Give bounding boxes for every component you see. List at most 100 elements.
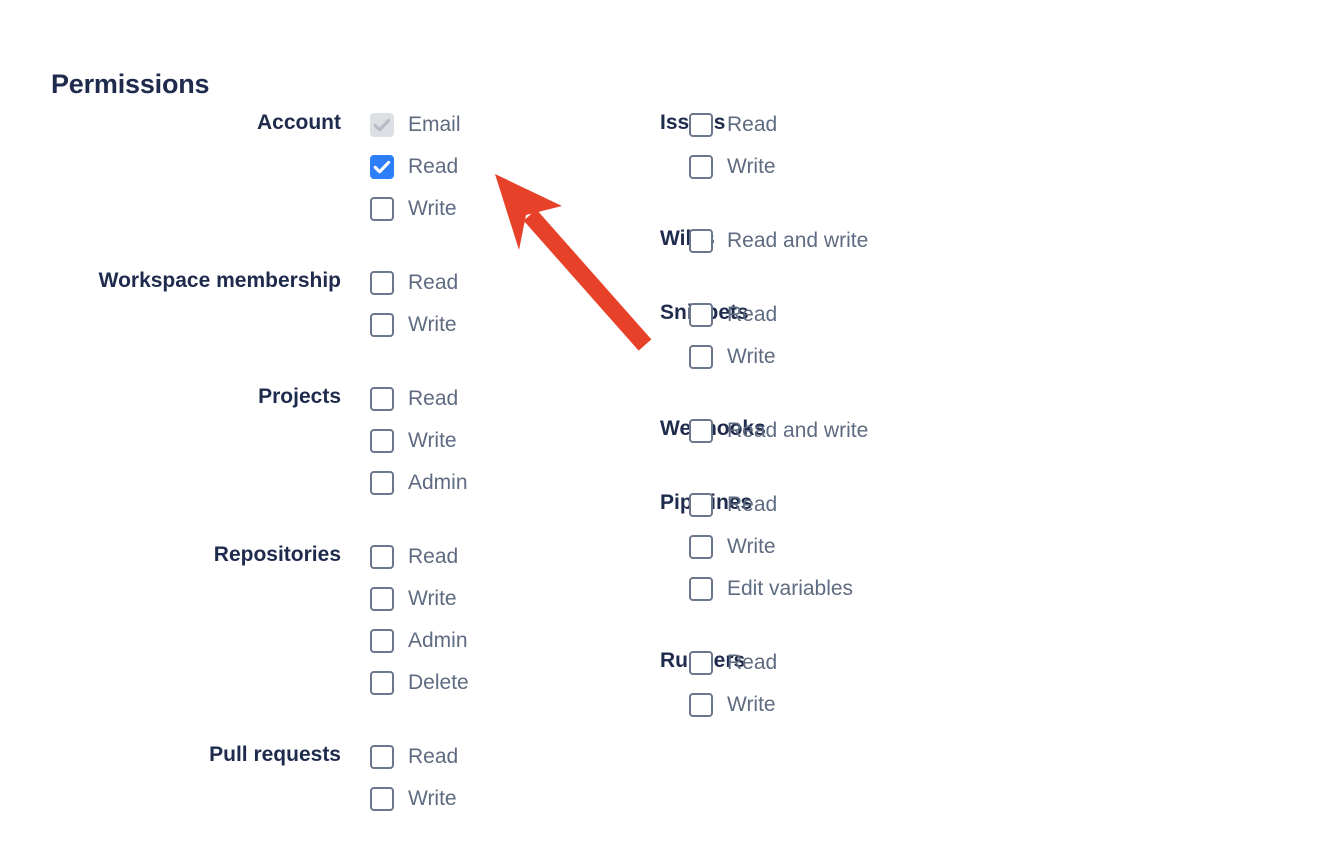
permission-group-snippets: SnippetsReadWrite <box>0 294 1322 378</box>
permission-options-webhooks: Read and write <box>660 410 1322 452</box>
checkbox-label-webhooks-read-and-write: Read and write <box>727 419 869 442</box>
checkbox-label-issues-write: Write <box>727 155 776 178</box>
permission-row-pipelines-edit-variables[interactable]: Edit variables <box>689 568 1322 610</box>
permission-group-label-repositories: Repositories <box>213 543 341 566</box>
checkbox-label-pull-requests-read: Read <box>408 745 459 768</box>
checkbox-workspace-membership-write[interactable] <box>370 313 394 337</box>
permission-row-account-email[interactable]: Email <box>370 104 660 146</box>
checkbox-issues-write[interactable] <box>689 155 713 179</box>
checkbox-label-repositories-write: Write <box>408 587 457 610</box>
permission-row-workspace-membership-write[interactable]: Write <box>370 304 660 346</box>
permission-row-runners-read[interactable]: Read <box>689 642 1322 684</box>
permission-row-repositories-admin[interactable]: Admin <box>370 620 660 662</box>
checkbox-webhooks-read-and-write[interactable] <box>689 419 713 443</box>
checkbox-projects-admin[interactable] <box>370 471 394 495</box>
permission-row-repositories-read[interactable]: Read <box>370 536 660 578</box>
checkbox-repositories-read[interactable] <box>370 545 394 569</box>
permission-group-pipelines: PipelinesReadWriteEdit variables <box>0 484 1322 610</box>
permission-row-pipelines-read[interactable]: Read <box>689 484 1322 526</box>
permission-group-label-pull-requests: Pull requests <box>209 743 341 766</box>
checkbox-issues-read[interactable] <box>689 113 713 137</box>
checkbox-label-account-write: Write <box>408 197 457 220</box>
checkbox-label-projects-write: Write <box>408 429 457 452</box>
permission-row-snippets-read[interactable]: Read <box>689 294 1322 336</box>
permission-options-wikis: Read and write <box>660 220 1322 262</box>
permission-row-repositories-write[interactable]: Write <box>370 578 660 620</box>
permission-row-projects-write[interactable]: Write <box>370 420 660 462</box>
checkbox-repositories-write[interactable] <box>370 587 394 611</box>
permission-group-label-runners: Runners <box>0 642 745 676</box>
checkbox-label-repositories-admin: Admin <box>408 629 468 652</box>
permission-row-webhooks-read-and-write[interactable]: Read and write <box>689 410 1322 452</box>
checkbox-label-repositories-read: Read <box>408 545 459 568</box>
permission-group-label-pipelines: Pipelines <box>0 484 752 518</box>
checkbox-label-pipelines-edit-variables: Edit variables <box>727 577 854 600</box>
checkbox-snippets-write[interactable] <box>689 345 713 369</box>
permissions-column-right: IssuesReadWriteWikisRead and writeSnippe… <box>660 104 1322 758</box>
checkbox-repositories-admin[interactable] <box>370 629 394 653</box>
checkbox-projects-read[interactable] <box>370 387 394 411</box>
checkbox-wikis-read-and-write[interactable] <box>689 229 713 253</box>
checkbox-label-wikis-read-and-write: Read and write <box>727 229 869 252</box>
checkbox-workspace-membership-read[interactable] <box>370 271 394 295</box>
checkbox-pipelines-read[interactable] <box>689 493 713 517</box>
checkbox-runners-read[interactable] <box>689 651 713 675</box>
permission-row-pull-requests-write[interactable]: Write <box>370 778 660 820</box>
checkbox-projects-write[interactable] <box>370 429 394 453</box>
permission-row-repositories-delete[interactable]: Delete <box>370 662 660 704</box>
permission-group-runners: RunnersReadWrite <box>0 642 1322 726</box>
permission-row-snippets-write[interactable]: Write <box>689 336 1322 378</box>
checkbox-label-workspace-membership-read: Read <box>408 271 459 294</box>
permission-row-runners-write[interactable]: Write <box>689 684 1322 726</box>
page-title: Permissions <box>51 69 210 100</box>
checkbox-label-repositories-delete: Delete <box>408 671 469 694</box>
checkbox-account-read[interactable] <box>370 155 394 179</box>
permission-group-label-snippets: Snippets <box>0 294 749 328</box>
permission-row-workspace-membership-read[interactable]: Read <box>370 262 660 304</box>
permission-group-label-issues: Issues <box>0 104 725 138</box>
checkbox-repositories-delete[interactable] <box>370 671 394 695</box>
permission-group-label-projects: Projects <box>258 385 341 408</box>
checkbox-snippets-read[interactable] <box>689 303 713 327</box>
checkbox-runners-write[interactable] <box>689 693 713 717</box>
checkbox-pull-requests-read[interactable] <box>370 745 394 769</box>
permission-group-issues: IssuesReadWrite <box>0 104 1322 188</box>
checkbox-label-projects-read: Read <box>408 387 459 410</box>
permission-row-pipelines-write[interactable]: Write <box>689 526 1322 568</box>
permission-group-label-workspace-membership: Workspace membership <box>98 269 341 292</box>
checkbox-pipelines-edit-variables[interactable] <box>689 577 713 601</box>
permission-row-issues-read[interactable]: Read <box>689 104 1322 146</box>
permission-row-wikis-read-and-write[interactable]: Read and write <box>689 220 1322 262</box>
checkbox-label-account-read: Read <box>408 155 459 178</box>
permission-row-account-write[interactable]: Write <box>370 188 660 230</box>
checkbox-account-email <box>370 113 394 137</box>
permission-group-webhooks: WebhooksRead and write <box>0 410 1322 452</box>
checkbox-account-write[interactable] <box>370 197 394 221</box>
permission-row-projects-admin[interactable]: Admin <box>370 462 660 504</box>
checkbox-label-pull-requests-write: Write <box>408 787 457 810</box>
permission-row-issues-write[interactable]: Write <box>689 146 1322 188</box>
checkbox-label-runners-write: Write <box>727 693 776 716</box>
checkbox-label-pipelines-read: Read <box>727 493 778 516</box>
permission-row-account-read[interactable]: Read <box>370 146 660 188</box>
permission-group-label-webhooks: Webhooks <box>0 410 766 444</box>
checkbox-pipelines-write[interactable] <box>689 535 713 559</box>
permission-row-pull-requests-read[interactable]: Read <box>370 736 660 778</box>
permission-row-projects-read[interactable]: Read <box>370 378 660 420</box>
checkbox-pull-requests-write[interactable] <box>370 787 394 811</box>
checkbox-label-workspace-membership-write: Write <box>408 313 457 336</box>
